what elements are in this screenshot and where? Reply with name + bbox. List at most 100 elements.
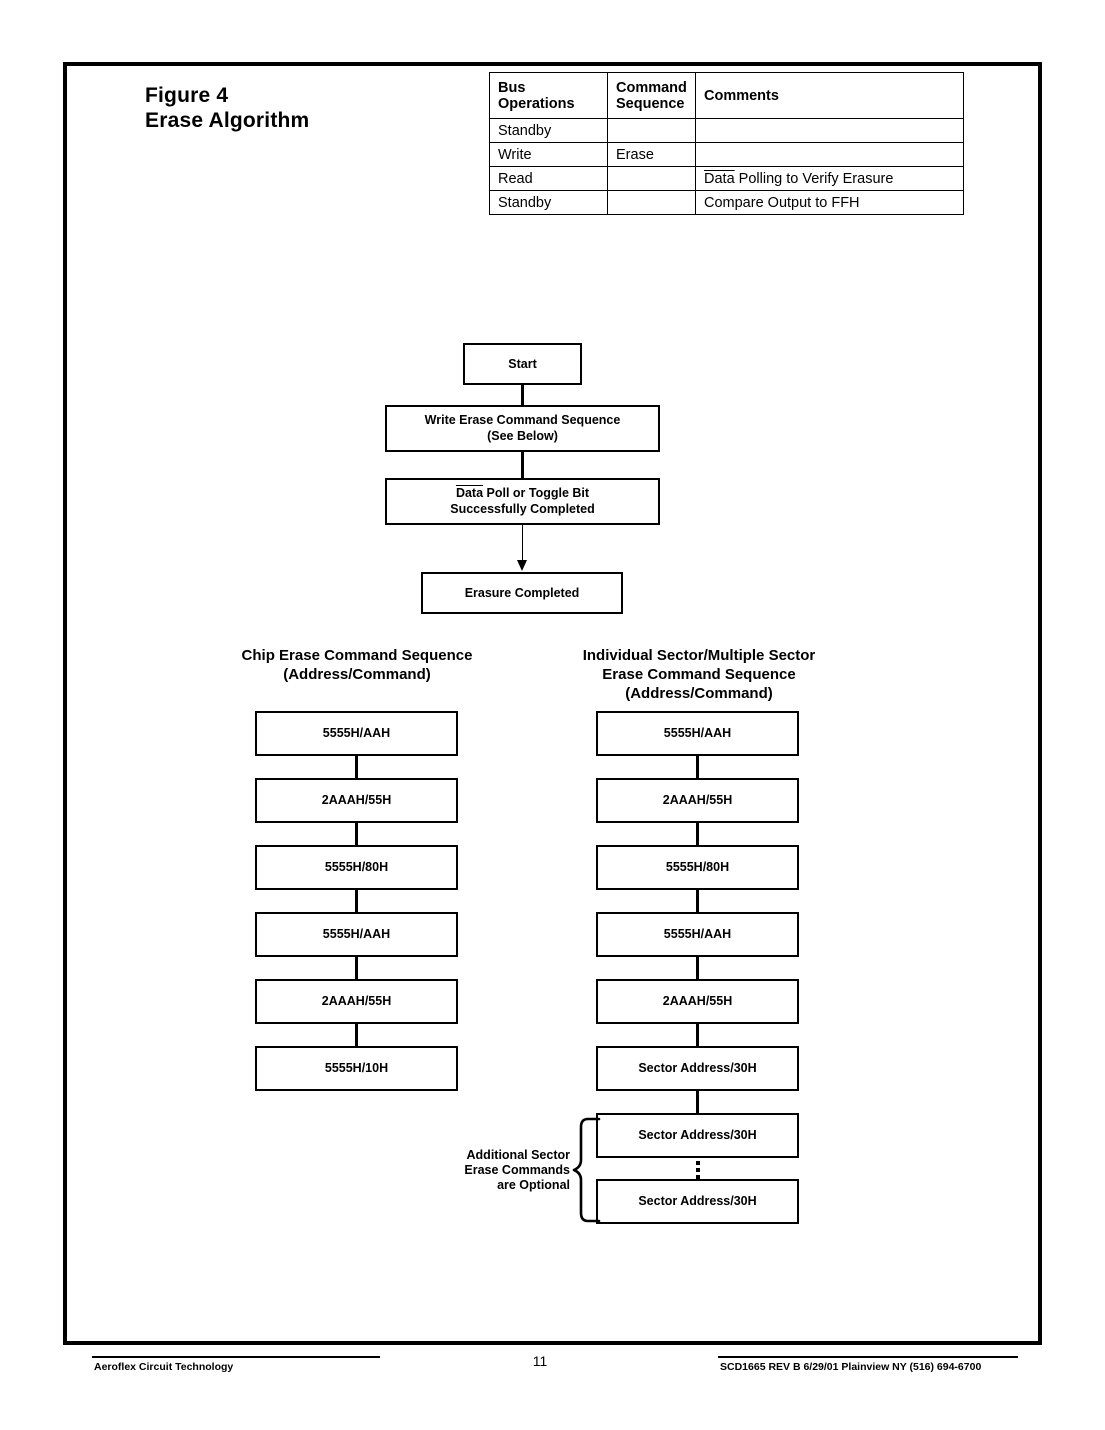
sector-erase-connector [696,1024,699,1046]
cell-operation: Standby [489,190,608,215]
flow-box-write-line2: (See Below) [487,428,558,443]
column-header-comments: Comments [695,72,964,119]
figure-label: Figure 4 [145,84,229,107]
sector-erase-connector [696,890,699,912]
page-border [63,62,1042,1345]
overline-data-text: Data [455,486,484,500]
cell-command: Erase [607,142,696,167]
chip-erase-step-label: 5555H/10H [324,1061,389,1075]
sector-erase-connector [696,957,699,979]
chip-erase-heading: Chip Erase Command Sequence (Address/Com… [232,646,482,684]
chip-erase-heading-line1: Chip Erase Command Sequence [241,647,473,664]
footer-rule-right [718,1356,1018,1359]
chip-erase-step-box: 5555H/80H [255,845,458,890]
chip-erase-step-label: 2AAAH/55H [321,994,392,1008]
footer-company: Aeroflex Circuit Technology [94,1361,234,1373]
footer-rule-left [92,1356,380,1359]
chip-erase-connector [355,1024,358,1046]
chip-erase-step-label: 5555H/80H [324,860,389,874]
cell-comment: Data Polling to Verify Erasure [695,166,964,191]
chip-erase-step-box: 2AAAH/55H [255,778,458,823]
sector-erase-step-box: 5555H/80H [596,845,799,890]
curly-brace-icon [572,1117,601,1223]
chip-erase-heading-line2: (Address/Command) [283,666,431,683]
optional-note-line1: Additional Sector [466,1148,570,1162]
figure-name: Erase Algorithm [145,109,310,132]
sector-erase-heading: Individual Sector/Multiple Sector Erase … [565,646,833,703]
flow-box-write-line1: Write Erase Command Sequence [424,413,621,427]
table-row: Standby [489,118,964,143]
optional-sector-erase-step-label: Sector Address/30H [638,1128,757,1142]
overline-data-text: Data [704,170,735,187]
footer-doc-info: SCD1665 REV B 6/29/01 Plainview NY (516)… [720,1361,982,1373]
chip-erase-step-label: 2AAAH/55H [321,793,392,807]
table-row: Write Erase [489,142,964,167]
sector-erase-step-label: 5555H/AAH [663,927,732,941]
sector-erase-step-label: 5555H/AAH [663,726,732,740]
flow-box-write-erase-command-sequence: Write Erase Command Sequence (See Below) [385,405,660,452]
chip-erase-connector [355,890,358,912]
sector-erase-step-box: 2AAAH/55H [596,778,799,823]
chip-erase-step-box: 5555H/AAH [255,912,458,957]
vertical-ellipsis-icon [695,1158,700,1182]
sector-erase-connector [696,823,699,845]
sector-erase-connector [696,1091,699,1113]
connector-write-to-poll [521,452,524,478]
column-header-command-sequence: Command Sequence [607,72,696,119]
optional-sector-erase-step-box: Sector Address/30H [596,1113,799,1158]
optional-commands-note: Additional Sector Erase Commands are Opt… [440,1148,570,1193]
sector-erase-heading-line2: Erase Command Sequence [602,666,796,683]
chip-erase-step-box: 5555H/10H [255,1046,458,1091]
flow-box-poll-line1-rest: Poll or Toggle Bit [483,486,590,500]
sector-erase-step-label: 2AAAH/55H [662,793,733,807]
chip-erase-step-label: 5555H/AAH [322,726,391,740]
flow-box-start-label: Start [508,356,537,371]
chip-erase-step-box: 2AAAH/55H [255,979,458,1024]
flow-box-start: Start [463,343,582,385]
chip-erase-connector [355,957,358,979]
flow-box-erasure-completed: Erasure Completed [421,572,623,614]
sector-erase-connector [696,756,699,778]
flow-box-data-poll-toggle-bit: Data Poll or Toggle Bit Successfully Com… [385,478,660,525]
cell-comment [695,142,964,167]
sector-erase-step-box: Sector Address/30H [596,1046,799,1091]
cell-comment [695,118,964,143]
column-header-bus-operations: Bus Operations [489,72,608,119]
page-number: 11 [532,1353,548,1369]
sector-erase-step-label: Sector Address/30H [638,1061,757,1075]
table-row: Standby Compare Output to FFH [489,190,964,215]
sector-erase-step-box: 2AAAH/55H [596,979,799,1024]
optional-note-line3: are Optional [497,1178,570,1192]
sector-erase-heading-line1: Individual Sector/Multiple Sector [582,647,816,664]
cell-command [607,190,696,215]
sector-erase-heading-line3: (Address/Command) [625,685,773,702]
flow-box-poll-line2: Successfully Completed [450,501,595,516]
chip-erase-connector [355,756,358,778]
arrowhead-icon [517,560,527,571]
cell-command [607,118,696,143]
cell-operation: Read [489,166,608,191]
cell-operation: Write [489,142,608,167]
page-title: Figure 4 Erase Algorithm [145,83,309,133]
chip-erase-step-label: 5555H/AAH [322,927,391,941]
optional-sector-erase-step-label: Sector Address/30H [638,1194,757,1208]
flow-box-poll-line1: Data Poll or Toggle Bit [456,486,589,502]
sector-erase-step-box: 5555H/AAH [596,912,799,957]
bus-operations-table: Bus Operations Command Sequence Comments… [489,72,964,215]
optional-note-line2: Erase Commands [464,1163,570,1177]
cell-operation: Standby [489,118,608,143]
chip-erase-connector [355,823,358,845]
connector-poll-to-erasure [521,525,524,562]
flow-box-erasure-label: Erasure Completed [464,585,580,600]
connector-start-to-write [521,385,524,406]
sector-erase-step-label: 2AAAH/55H [662,994,733,1008]
table-header-row: Bus Operations Command Sequence Comments [489,72,964,119]
table-row: Read Data Polling to Verify Erasure [489,166,964,191]
optional-sector-erase-step-box: Sector Address/30H [596,1179,799,1224]
cell-command [607,166,696,191]
comment-rest: Polling to Verify Erasure [734,170,894,187]
sector-erase-step-box: 5555H/AAH [596,711,799,756]
cell-comment: Compare Output to FFH [695,190,964,215]
chip-erase-step-box: 5555H/AAH [255,711,458,756]
sector-erase-step-label: 5555H/80H [665,860,730,874]
